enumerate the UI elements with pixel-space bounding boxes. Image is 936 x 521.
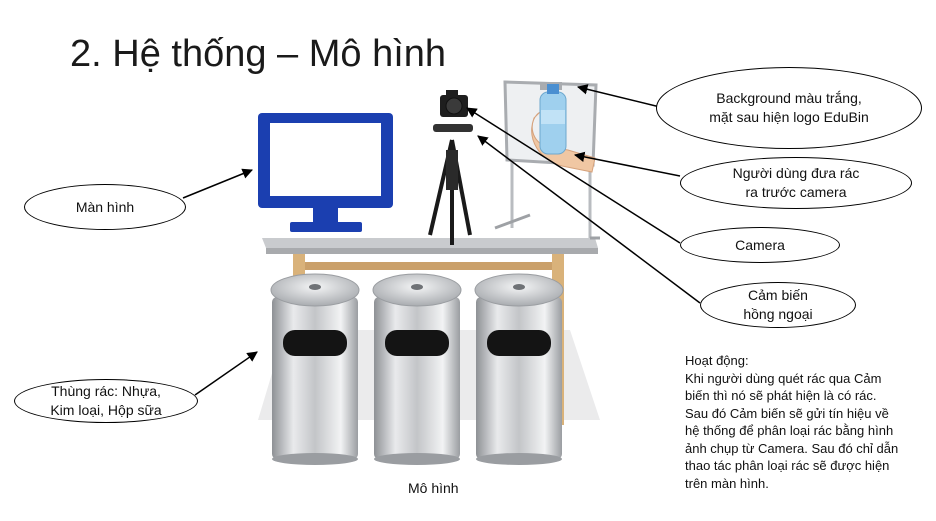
arrow-screen bbox=[182, 168, 253, 199]
operation-note: Hoạt động: Khi người dùng quét rác qua C… bbox=[685, 353, 899, 491]
slide-title: 2. Hệ thống – Mô hình bbox=[70, 33, 447, 75]
trash-bin-3 bbox=[474, 273, 564, 465]
callout-background: Background màu trắng,mặt sau hiện logo E… bbox=[656, 67, 922, 149]
camera-on-tripod bbox=[428, 90, 473, 245]
trash-bin-1 bbox=[270, 273, 360, 465]
callout-camera: Camera bbox=[680, 227, 840, 263]
arrow-sensor bbox=[477, 135, 701, 304]
arrow-background bbox=[576, 84, 661, 108]
arrow-camera bbox=[466, 107, 681, 244]
arrow-bins bbox=[194, 351, 258, 396]
trash-bin-2 bbox=[372, 273, 462, 465]
callout-screen: Màn hình bbox=[24, 184, 186, 230]
callout-bins: Thùng rác: Nhựa,Kim loại, Hộp sữa bbox=[14, 379, 198, 423]
arrow-user bbox=[573, 151, 681, 177]
monitor bbox=[258, 113, 393, 232]
model-caption: Mô hình bbox=[408, 480, 459, 496]
